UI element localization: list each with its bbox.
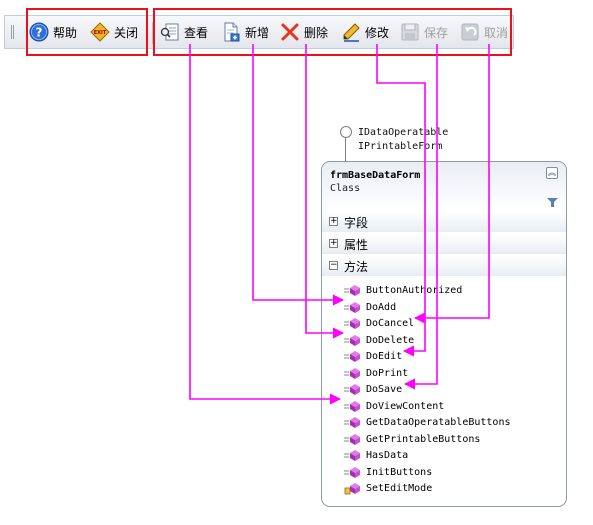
save-button[interactable]: 保存	[400, 16, 448, 48]
method-item[interactable]: SetEditMode	[338, 482, 558, 496]
method-item[interactable]: DoAdd	[338, 301, 558, 315]
highlight-box-help-close	[26, 8, 148, 56]
method-item[interactable]: DoEdit	[338, 350, 558, 364]
save-disk-icon	[401, 23, 419, 41]
undo-icon	[461, 23, 479, 41]
method-cube-icon	[344, 433, 360, 445]
view-button[interactable]: 查看	[160, 16, 208, 48]
method-name: DoEdit	[366, 351, 403, 362]
method-item[interactable]: DoCancel	[338, 317, 558, 331]
method-item[interactable]: ButtonAuthorized	[338, 284, 558, 298]
view-icon	[160, 23, 179, 41]
method-name: DoDelete	[366, 334, 415, 346]
method-cube-icon	[344, 384, 360, 395]
help-label: 帮助	[53, 25, 78, 40]
collapse-minus-icon[interactable]: −	[329, 260, 338, 270]
method-name: DoViewContent	[366, 400, 445, 412]
section-label: 字段	[344, 216, 369, 230]
method-name: DoCancel	[366, 318, 415, 329]
method-cube-icon	[344, 417, 360, 428]
protected-method-cube-icon	[344, 483, 360, 495]
method-item[interactable]: DoDelete	[338, 334, 558, 348]
section-label: 属性	[344, 238, 369, 252]
close-button[interactable]: EXIT 关闭	[90, 16, 138, 48]
method-cube-icon	[344, 400, 360, 412]
collapse-chevron-icon[interactable]: ︽	[546, 167, 558, 179]
method-cube-icon	[344, 301, 360, 313]
method-name: GetDataOperatableButtons	[366, 417, 511, 428]
method-item[interactable]: DoPrint	[338, 367, 558, 381]
method-cube-icon	[344, 351, 360, 362]
interface-lollipop	[340, 126, 352, 138]
toolbar: ? 帮助 EXIT 关闭 查看 新增	[4, 15, 514, 49]
section-properties[interactable]: + 属性	[322, 234, 566, 254]
exit-icon: EXIT	[90, 22, 110, 42]
method-name: HasData	[366, 450, 409, 461]
delete-x-icon	[281, 23, 299, 41]
class-name: frmBaseDataForm	[330, 170, 421, 181]
method-cube-icon	[344, 466, 360, 478]
help-icon: ?	[29, 22, 49, 42]
expand-plus-icon[interactable]: +	[329, 216, 338, 226]
method-cube-icon	[344, 318, 360, 329]
method-item[interactable]: GetPrintableButtons	[338, 433, 558, 447]
method-name: DoSave	[366, 384, 403, 395]
method-item[interactable]: GetDataOperatableButtons	[338, 416, 558, 430]
view-label: 查看	[184, 25, 209, 40]
section-label: 方法	[344, 260, 369, 274]
method-item[interactable]: HasData	[338, 449, 558, 463]
delete-label: 删除	[304, 25, 329, 40]
method-name: GetPrintableButtons	[366, 433, 481, 445]
new-document-icon	[224, 22, 240, 42]
exit-badge: EXIT	[94, 30, 107, 36]
method-name: DoAdd	[366, 301, 397, 313]
expand-plus-icon[interactable]: +	[329, 238, 338, 248]
class-box: frmBaseDataForm Class ︽ + 字段 + 属性 − 方法 B…	[321, 161, 567, 507]
method-name: DoPrint	[366, 367, 409, 379]
toolbar-grip[interactable]	[11, 25, 14, 39]
cancel-button[interactable]: 取消	[460, 16, 508, 48]
class-kind: Class	[330, 183, 361, 194]
method-name: InitButtons	[366, 466, 433, 478]
interface-name: IDataOperatable	[358, 127, 449, 138]
cancel-label: 取消	[484, 25, 509, 40]
close-label: 关闭	[114, 25, 139, 40]
add-button[interactable]: 新增	[221, 16, 269, 48]
section-fields[interactable]: + 字段	[322, 212, 566, 232]
method-item[interactable]: DoSave	[338, 383, 558, 397]
interface-connector	[345, 138, 346, 162]
method-name: ButtonAuthorized	[366, 285, 463, 296]
svg-text:?: ?	[36, 26, 43, 40]
edit-button[interactable]: 修改	[341, 16, 389, 48]
delete-button[interactable]: 删除	[280, 16, 328, 48]
help-button[interactable]: ? 帮助	[29, 16, 77, 48]
filter-icon[interactable]	[547, 198, 558, 207]
section-methods[interactable]: − 方法	[322, 256, 566, 276]
method-cube-icon	[344, 285, 360, 296]
method-item[interactable]: DoViewContent	[338, 400, 558, 414]
method-name: SetEditMode	[366, 483, 433, 494]
method-item[interactable]: InitButtons	[338, 466, 558, 480]
add-label: 新增	[245, 25, 270, 40]
method-cube-icon	[344, 367, 360, 379]
edit-label: 修改	[365, 25, 390, 40]
method-cube-icon	[344, 450, 360, 461]
class-header: frmBaseDataForm Class ︽	[322, 162, 566, 210]
pencil-icon	[343, 23, 360, 42]
arrow-view-to-doviewcontent	[189, 44, 342, 405]
save-label: 保存	[424, 25, 449, 40]
method-cube-icon	[344, 334, 360, 346]
highlight-box-actions	[153, 8, 512, 56]
interface-name: IPrintableForm	[358, 141, 443, 152]
